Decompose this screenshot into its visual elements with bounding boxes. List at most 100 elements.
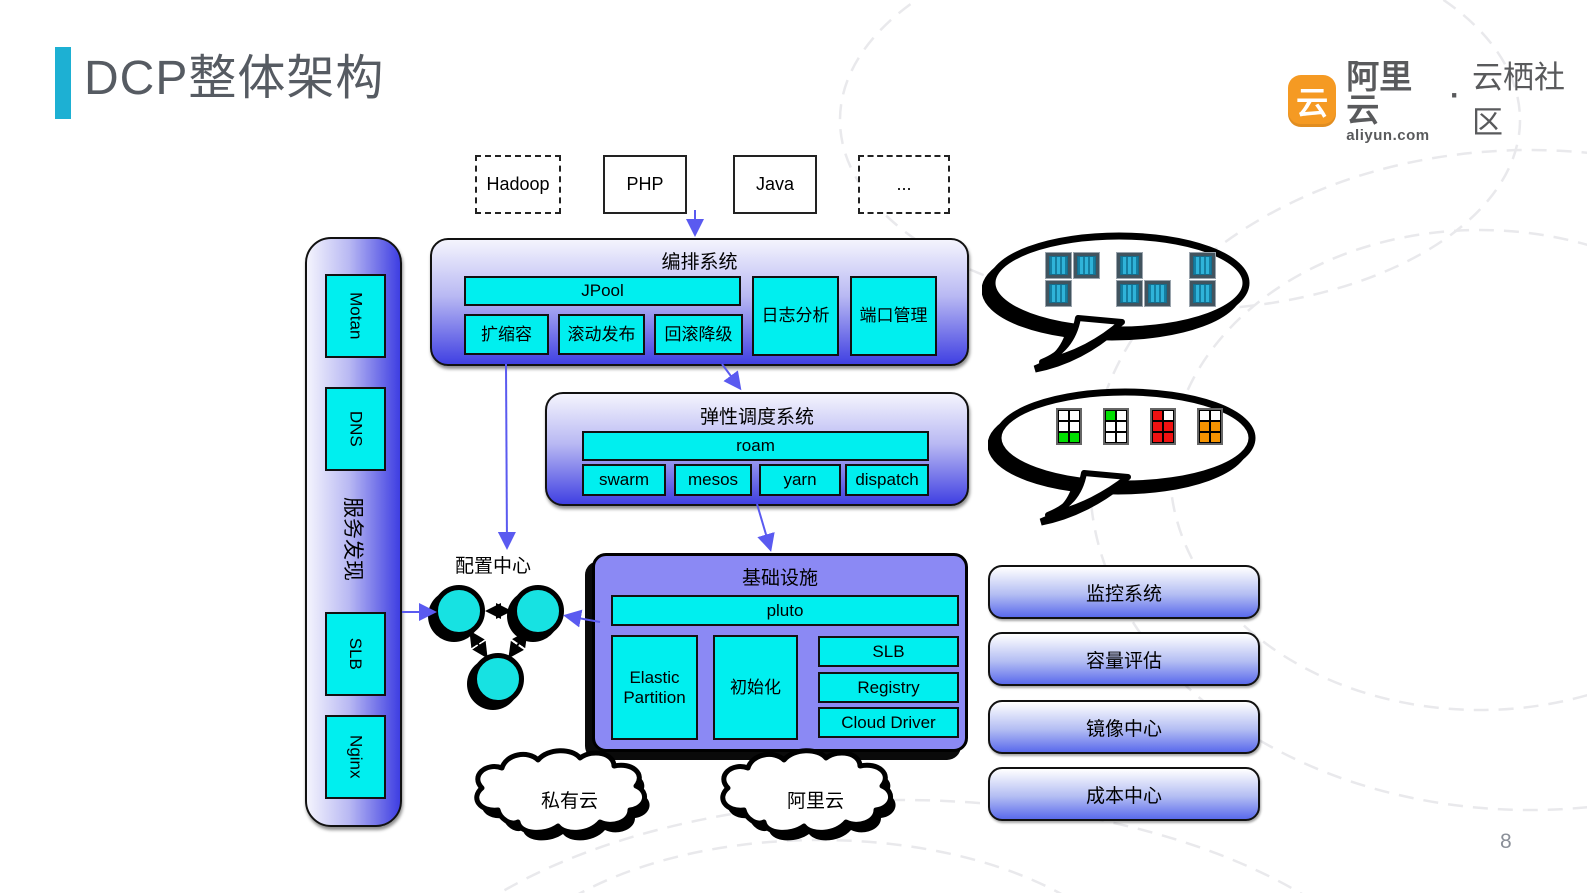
cost-center-box: 成本中心: [988, 767, 1260, 821]
aliyun-cloud-icon: 云: [1288, 75, 1337, 127]
sidebar-item-nginx: Nginx: [325, 715, 386, 799]
page-number: 8: [1500, 830, 1512, 853]
jpool-box: JPool: [464, 276, 741, 306]
image-center-box: 镜像中心: [988, 700, 1260, 754]
scale-grid-cell: [1163, 421, 1174, 432]
page-title: DCP整体架构: [84, 52, 385, 105]
container-icon: [1073, 252, 1100, 279]
scale-grid-cell: [1210, 410, 1221, 421]
scale-grid-cell: [1058, 432, 1069, 443]
container-icon: [1189, 280, 1216, 307]
container-group: [1189, 252, 1244, 307]
scale-grid-cell: [1152, 421, 1163, 432]
yarn-box: yarn: [759, 464, 841, 496]
rolling-release-box: 滚动发布: [558, 314, 645, 355]
infrastructure-panel: 基础设施 pluto Elastic Partition 初始化 SLB Reg…: [592, 553, 968, 752]
scale-grid: [1103, 408, 1129, 445]
config-node: [512, 585, 564, 637]
roam-box: roam: [582, 431, 929, 461]
scale-grid-cell: [1116, 432, 1127, 443]
service-discovery-title: 服务发现: [307, 474, 400, 604]
scale-grid-row: [1056, 408, 1223, 445]
logo-brand: 阿里云: [1346, 57, 1413, 128]
sidebar-item-slb: SLB: [325, 612, 386, 696]
capacity-evaluation-box: 容量评估: [988, 632, 1260, 686]
cloud-shape: [474, 748, 650, 841]
swarm-box: swarm: [582, 464, 666, 496]
scale-grid-cell: [1105, 421, 1116, 432]
container-icon: [1045, 252, 1072, 279]
container-icon: [1045, 280, 1072, 307]
scale-grid-cell: [1058, 410, 1069, 421]
scale-grid-cell: [1199, 432, 1210, 443]
config-node: [433, 585, 485, 637]
app-box-hadoop: Hadoop: [475, 155, 561, 214]
registry-box: Registry: [818, 672, 959, 703]
private-cloud: 私有云: [462, 748, 677, 848]
sidebar-item-dns: DNS: [325, 387, 386, 471]
scale-grid-cell: [1163, 410, 1174, 421]
monitoring-system-box: 监控系统: [988, 565, 1260, 619]
pluto-box: pluto: [611, 595, 959, 626]
scale-grid-cell: [1058, 421, 1069, 432]
app-box-java: Java: [733, 155, 817, 214]
container-icon: [1144, 280, 1171, 307]
log-analysis-box: 日志分析: [752, 276, 839, 356]
scale-grid-cell: [1069, 432, 1080, 443]
config-node: [472, 653, 524, 705]
sidebar-item-motan: Motan: [325, 274, 386, 358]
infrastructure-title: 基础设施: [741, 568, 818, 589]
orchestration-panel: 编排系统 JPool 扩缩容 滚动发布 回滚降级 日志分析 端口管理: [430, 238, 969, 366]
app-box-more: ...: [858, 155, 950, 214]
mesos-box: mesos: [674, 464, 752, 496]
scale-grid-cell: [1069, 410, 1080, 421]
title-accent-bar: [55, 47, 71, 119]
service-discovery-title-text: 服务发现: [340, 497, 364, 581]
sidebar-item-label: Nginx: [346, 735, 366, 779]
logo-separator-dot: ·: [1450, 79, 1461, 112]
scheduling-panel: 弹性调度系统 roam swarm mesos yarn dispatch: [545, 392, 969, 506]
sidebar-item-label: SLB: [346, 637, 366, 671]
scale-grid-cell: [1152, 410, 1163, 421]
container-icon: [1116, 280, 1143, 307]
scale-grid-cell: [1116, 410, 1127, 421]
logo-community: 云栖社区: [1472, 60, 1566, 140]
cloud-shape: [720, 748, 896, 841]
private-cloud-label: 私有云: [540, 791, 598, 812]
aliyun-logo: 云 阿里云 aliyun.com · 云栖社区: [1288, 52, 1587, 150]
container-group: [1045, 252, 1100, 307]
logo-text-block: 阿里云 aliyun.com: [1346, 60, 1438, 143]
scale-box: 扩缩容: [464, 314, 549, 355]
service-discovery-panel: Motan DNS 服务发现 SLB Nginx: [305, 237, 402, 827]
scale-grid-cell: [1199, 421, 1210, 432]
scale-grid: [1056, 408, 1082, 445]
container-icon: [1116, 252, 1143, 279]
rollback-box: 回滚降级: [654, 314, 743, 355]
port-management-box: 端口管理: [850, 276, 937, 356]
scale-grid-cell: [1152, 432, 1163, 443]
aliyun-cloud: 阿里云: [708, 748, 923, 848]
scale-grid: [1197, 408, 1223, 445]
scale-grid: [1150, 408, 1176, 445]
scale-grid-cell: [1105, 410, 1116, 421]
container-group: [1116, 252, 1171, 307]
scale-grid-cell: [1210, 432, 1221, 443]
elastic-partition-box: Elastic Partition: [611, 635, 698, 740]
scale-grid-cell: [1163, 432, 1174, 443]
app-box-php: PHP: [603, 155, 687, 214]
dispatch-box: dispatch: [845, 464, 929, 496]
scheduling-title: 弹性调度系统: [699, 407, 814, 428]
sidebar-item-label: Motan: [346, 292, 366, 340]
init-box: 初始化: [713, 635, 798, 740]
sidebar-item-label: DNS: [346, 411, 366, 447]
scale-grid-cell: [1069, 421, 1080, 432]
aliyun-cloud-label: 阿里云: [786, 791, 844, 812]
orchestration-title: 编排系统: [661, 252, 738, 273]
scale-grid-cell: [1116, 421, 1127, 432]
config-center-label: 配置中心: [455, 556, 532, 577]
scale-grid-cell: [1105, 432, 1116, 443]
cloud-driver-box: Cloud Driver: [818, 707, 959, 738]
logo-icon-glyph: 云: [1296, 85, 1329, 121]
